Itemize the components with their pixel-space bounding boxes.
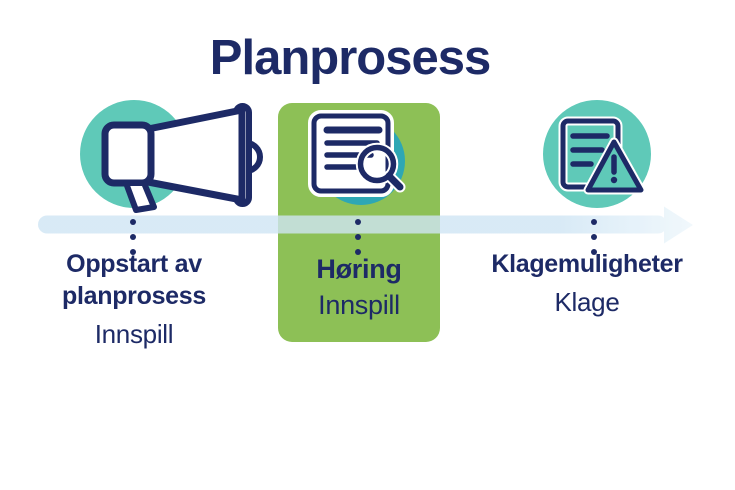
step-action: Innspill [318,290,400,320]
page-title: Planprosess [209,31,491,85]
megaphone-icon [101,103,263,213]
step-action: Klage [554,287,620,317]
step-label-hoering: Høring Innspill [278,252,440,322]
step-label-oppstart: Oppstart av planprosess Innspill [14,248,254,350]
dotted-connector-left [130,219,136,255]
document-search-icon [308,110,406,197]
dotted-connectors [130,219,597,255]
step-label-klage: Klagemuligheter Klage [462,248,712,318]
document-warning-icon [558,116,646,195]
step-title-line: Oppstart av [66,250,202,278]
dotted-connector-right [591,219,597,255]
step-title-line: Høring [316,254,402,284]
timeline-arrow [38,206,693,244]
step-action: Innspill [94,319,174,349]
step-circle-oppstart [80,100,263,213]
step-title-line: planprosess [62,282,206,310]
step-title-line: Klagemuligheter [491,250,683,278]
dotted-connector-middle [355,219,361,255]
step-circle-hoering [308,110,406,205]
step-circle-klage [543,100,651,208]
